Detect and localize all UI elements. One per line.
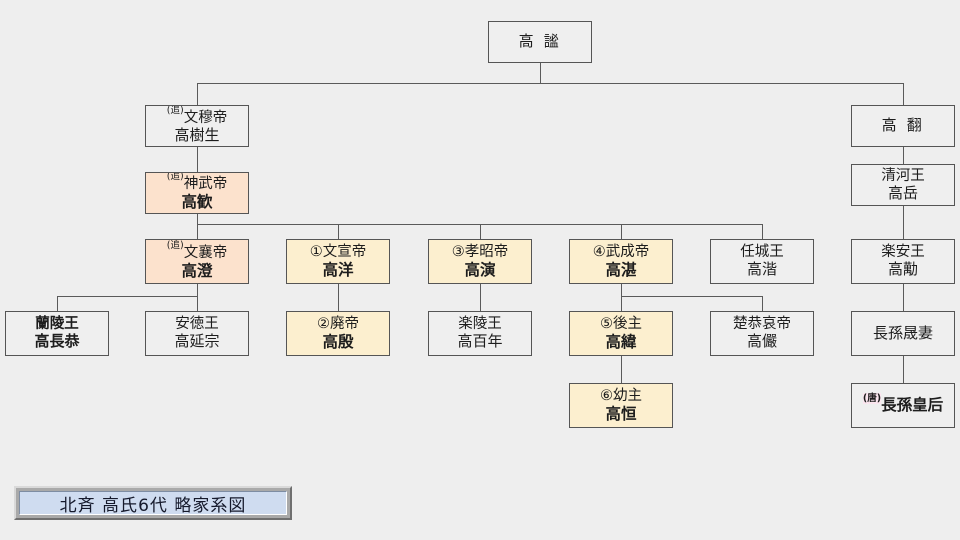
connector-to-houzhu <box>621 296 622 311</box>
node-wenxiang-name: 高澄 <box>181 261 213 280</box>
node-shenwu-emperor[interactable]: (追)神武帝 高歓 <box>145 172 249 214</box>
node-rencheng-name: 高湝 <box>746 260 777 279</box>
connector-gaomi-down <box>540 63 541 84</box>
connector-gen1-bus <box>197 83 904 84</box>
node-shenwu-name: 高歓 <box>181 193 213 212</box>
node-wenxuan-title: ①文宣帝 <box>309 243 367 260</box>
node-shenwu-title: 神武帝 <box>183 176 228 193</box>
node-gao-mi-line1: 高 謐 <box>518 32 562 51</box>
node-rencheng-prince[interactable]: 任城王 高湝 <box>710 239 814 284</box>
connector-to-wenmu <box>197 83 198 105</box>
title-plate-label: 北斉 高氏6代 略家系図 <box>19 491 287 516</box>
node-wenxuan-emperor[interactable]: ①文宣帝 高洋 <box>286 239 390 284</box>
node-wenxiang-emperor[interactable]: (追)文襄帝 高澄 <box>145 239 249 284</box>
connector-to-wucheng <box>621 224 622 239</box>
title-plate: 北斉 高氏6代 略家系図 <box>14 486 292 520</box>
node-lean-prince[interactable]: 楽安王 高勱 <box>851 239 955 284</box>
node-xiaozhao-name: 高演 <box>464 260 496 279</box>
node-youzhu-name: 高恒 <box>605 404 637 423</box>
dynasty-mark-tang: (唐) <box>862 393 882 405</box>
node-houzhu-title: ⑤後主 <box>600 315 642 332</box>
connector-to-ande <box>197 296 198 311</box>
node-qinghe-prince[interactable]: 清河王 高岳 <box>851 164 955 206</box>
connector-wenmu-shenwu <box>197 147 198 172</box>
node-youzhu-emperor[interactable]: ⑥幼主 高恒 <box>569 383 673 428</box>
node-ande-title: 安徳王 <box>175 316 219 333</box>
node-chugong-name: 高儼 <box>746 332 777 351</box>
connector-zhangsunwife-empress <box>903 356 904 383</box>
node-zhangsun-wife[interactable]: 長孫晟妻 <box>851 311 955 356</box>
node-wenmu-title: 文穆帝 <box>183 109 228 126</box>
node-zhangsun-empress[interactable]: (唐)長孫皇后 <box>851 383 955 428</box>
node-ande-prince[interactable]: 安徳王 高延宗 <box>145 311 249 356</box>
node-feidi-name: 高殷 <box>322 332 354 351</box>
node-rencheng-title: 任城王 <box>740 244 784 261</box>
node-gao-fan[interactable]: 高 翻 <box>851 105 955 147</box>
node-youzhu-title: ⑥幼主 <box>600 387 642 404</box>
node-xiaozhao-title: ③孝昭帝 <box>451 243 509 260</box>
node-gao-fan-line1: 高 翻 <box>881 116 925 135</box>
connector-wenxiang-bus <box>57 296 198 297</box>
node-xiaozhao-emperor[interactable]: ③孝昭帝 高演 <box>428 239 532 284</box>
node-wucheng-title: ④武成帝 <box>592 243 650 260</box>
node-lanling-title: 蘭陵王 <box>35 316 79 333</box>
node-laling-prince[interactable]: 楽陵王 高百年 <box>428 311 532 356</box>
node-wenxiang-title: 文襄帝 <box>183 244 228 261</box>
connector-wucheng-bus <box>621 296 763 297</box>
connector-to-wenxuan <box>338 224 339 239</box>
node-laling-name: 高百年 <box>457 332 503 351</box>
node-qinghe-title: 清河王 <box>881 167 925 184</box>
node-wucheng-name: 高湛 <box>605 260 637 279</box>
node-wenmu-emperor[interactable]: (追)文穆帝 高樹生 <box>145 105 249 147</box>
connector-to-rencheng <box>762 224 763 239</box>
connector-to-xiaozhao <box>480 224 481 239</box>
node-houzhu-emperor[interactable]: ⑤後主 高緯 <box>569 311 673 356</box>
posthumous-mark: (追) <box>166 105 184 116</box>
connector-shenwu-down <box>197 214 198 224</box>
node-wenmu-name: 高樹生 <box>174 125 220 144</box>
connector-houzhu-youzhu <box>621 356 622 383</box>
connector-gen3-bus <box>197 224 762 225</box>
node-zhangsun-wife-line1: 長孫晟妻 <box>872 323 933 342</box>
node-lean-name: 高勱 <box>887 260 918 279</box>
connector-qinghe-lean <box>903 206 904 239</box>
connector-xiaozhao-laling <box>480 284 481 311</box>
node-lanling-name: 高長恭 <box>34 332 80 351</box>
connector-to-lanling <box>57 296 58 311</box>
connector-wucheng-down <box>621 284 622 296</box>
node-gao-mi[interactable]: 高 謐 <box>488 21 592 63</box>
node-wenxuan-name: 高洋 <box>322 260 354 279</box>
node-feidi-title: ②廃帝 <box>317 315 359 332</box>
connector-to-wenxiang <box>197 224 198 239</box>
node-chugong-emperor[interactable]: 楚恭哀帝 高儼 <box>710 311 814 356</box>
node-houzhu-name: 高緯 <box>605 332 637 351</box>
connector-to-gaofan <box>903 83 904 105</box>
connector-wenxuan-feidi <box>338 284 339 311</box>
node-chugong-title: 楚恭哀帝 <box>733 316 791 333</box>
posthumous-mark: (追) <box>166 172 184 183</box>
connector-wenxiang-down <box>197 284 198 296</box>
node-zhangsun-empress-name: 長孫皇后 <box>881 396 944 415</box>
node-wucheng-emperor[interactable]: ④武成帝 高湛 <box>569 239 673 284</box>
connector-to-chugong <box>762 296 763 311</box>
node-qinghe-name: 高岳 <box>887 183 918 202</box>
node-ande-name: 高延宗 <box>174 332 220 351</box>
connector-gaofan-qinghe <box>903 147 904 164</box>
node-lean-title: 楽安王 <box>881 244 925 261</box>
node-laling-title: 楽陵王 <box>458 316 502 333</box>
node-lanling-prince[interactable]: 蘭陵王 高長恭 <box>5 311 109 356</box>
node-feidi-emperor[interactable]: ②廃帝 高殷 <box>286 311 390 356</box>
posthumous-mark: (追) <box>166 239 184 251</box>
connector-lean-zhangsunwife <box>903 284 904 311</box>
